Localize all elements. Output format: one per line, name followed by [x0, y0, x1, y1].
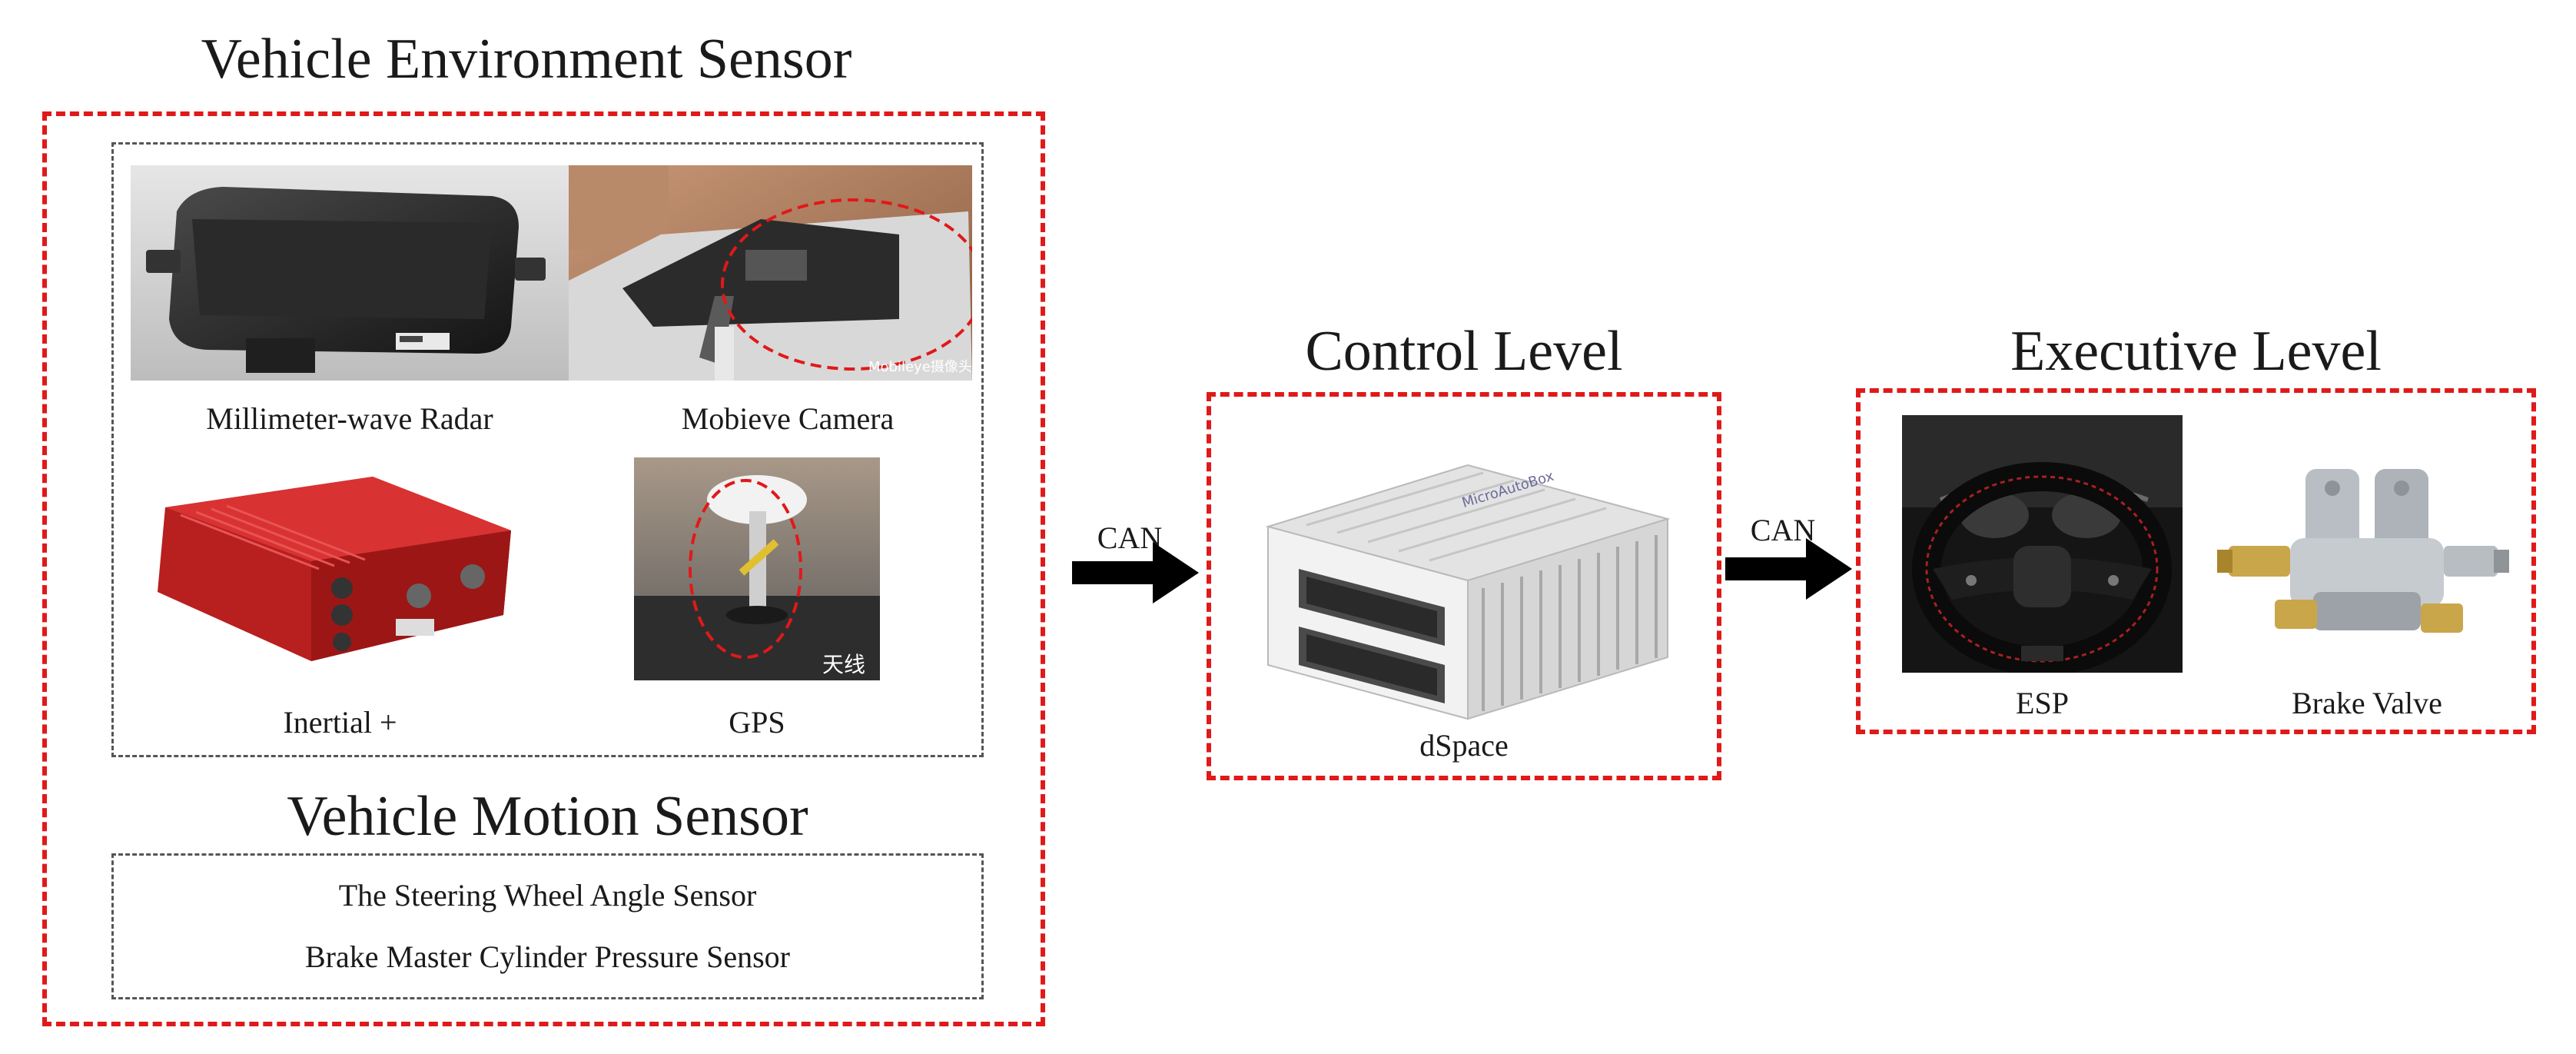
- camera-label: Mobieve Camera: [681, 401, 895, 436]
- gps-label: GPS: [729, 705, 785, 740]
- inertial-photo: [142, 461, 538, 677]
- control-title: Control Level: [1305, 320, 1623, 383]
- environment-sensor-group: [42, 111, 1045, 1026]
- executive-title: Executive Level: [2010, 320, 2382, 383]
- environment-title: Vehicle Environment Sensor: [201, 28, 852, 91]
- inertial-label: Inertial +: [283, 705, 397, 740]
- can-label-1: CAN: [1097, 520, 1163, 555]
- can-arrow-1: [1072, 542, 1199, 603]
- can-label-2: CAN: [1750, 513, 1816, 547]
- gps-watermark: 天线: [822, 652, 866, 677]
- control-level-group: [1207, 392, 1721, 780]
- brake-valve-photo: [2213, 454, 2521, 669]
- motion-item-steering: The Steering Wheel Angle Sensor: [338, 878, 757, 913]
- environment-sensor-inner-box: [111, 142, 984, 757]
- camera-photo: Mobileye摄像头: [569, 165, 972, 381]
- dspace-photo: MicroAutoBox: [1237, 434, 1683, 726]
- brake-valve-label: Brake Valve: [2292, 686, 2442, 720]
- motion-sensor-box: [111, 853, 984, 999]
- can-arrow-2: [1725, 538, 1852, 600]
- camera-watermark: Mobileye摄像头: [868, 359, 972, 375]
- radar-photo: [131, 165, 569, 381]
- dspace-label: dSpace: [1419, 728, 1509, 763]
- motion-title: Vehicle Motion Sensor: [287, 785, 808, 848]
- radar-label: Millimeter-wave Radar: [206, 401, 493, 436]
- motion-item-brake-pressure: Brake Master Cylinder Pressure Sensor: [305, 939, 790, 974]
- executive-level-group: [1856, 388, 2536, 734]
- esp-photo: [1902, 415, 2183, 673]
- esp-label: ESP: [2016, 686, 2069, 720]
- gps-photo: 天线: [634, 457, 880, 680]
